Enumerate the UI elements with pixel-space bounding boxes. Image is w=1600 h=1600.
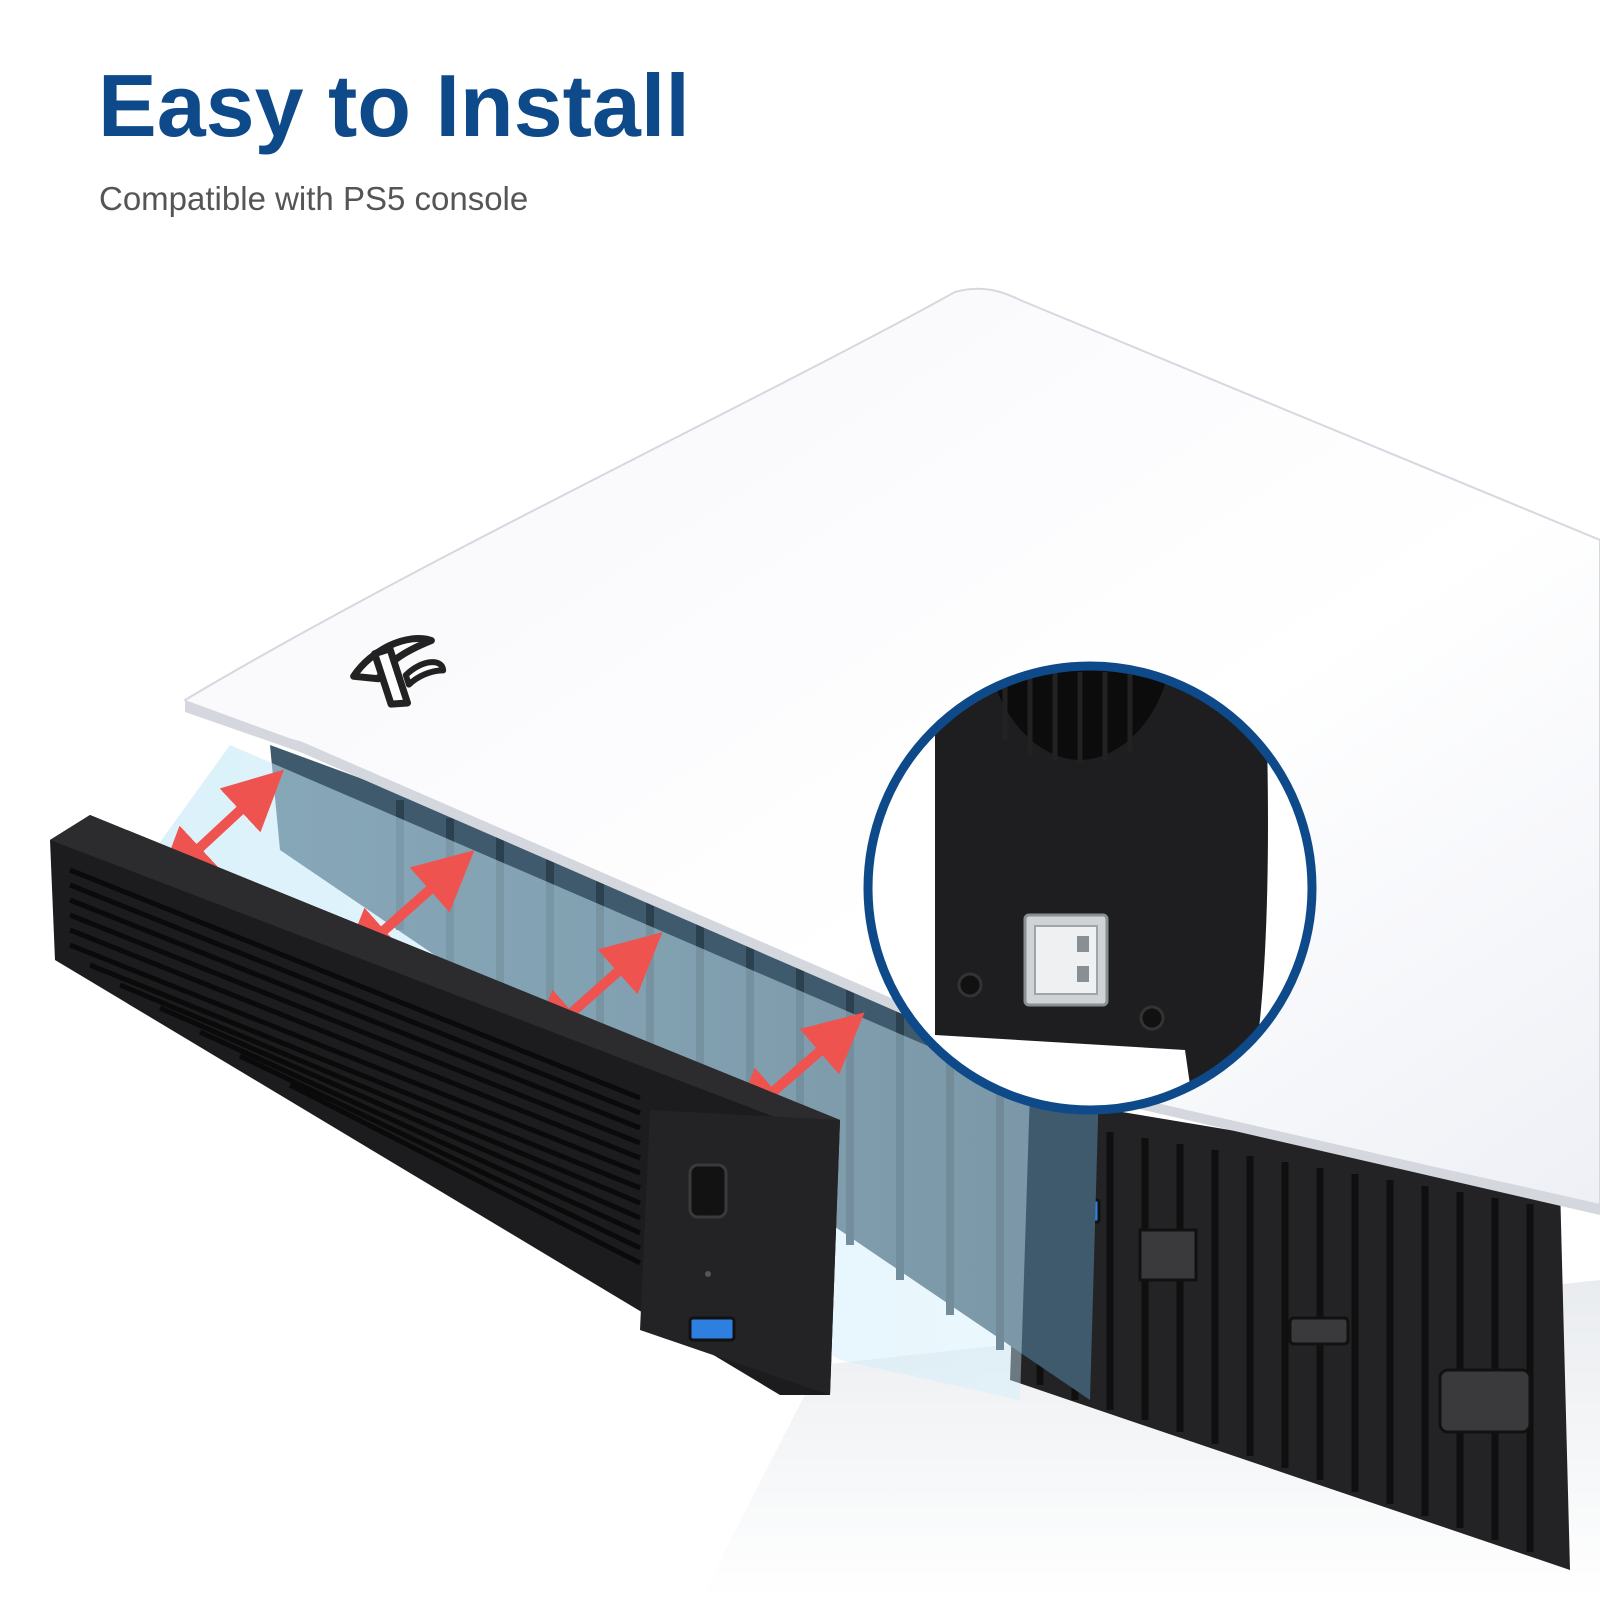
- playstation-logo-icon: [350, 635, 447, 708]
- cooling-fan-attachment: [50, 815, 840, 1395]
- usb-plug-icon: [1023, 913, 1109, 1007]
- hdmi-port-icon: [1288, 1316, 1350, 1346]
- screw-icon: [1139, 1005, 1165, 1031]
- headline: Easy to Install: [98, 56, 690, 155]
- lan-port-icon: [1138, 1228, 1198, 1282]
- zoom-inset: [863, 661, 1317, 1115]
- screw-icon: [957, 972, 983, 998]
- usb-port-icon: [688, 1316, 736, 1342]
- power-button-icon: [688, 1163, 728, 1219]
- console-back-panel: [1010, 1095, 1570, 1570]
- subheadline: Compatible with PS5 console: [99, 180, 529, 217]
- led-indicator: [705, 1271, 711, 1277]
- power-socket-icon: [1438, 1368, 1532, 1434]
